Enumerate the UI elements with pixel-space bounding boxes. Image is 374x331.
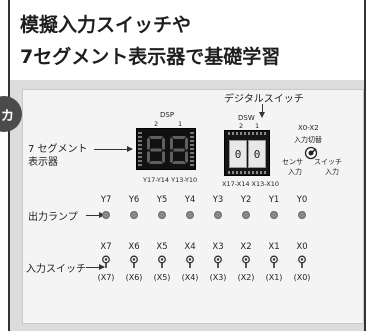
output-label-y0: Y0 xyxy=(296,195,308,205)
input-switch-x7[interactable] xyxy=(101,255,111,269)
seven-segment-display xyxy=(136,128,196,170)
input-switch-callout: 入力スイッチ xyxy=(26,264,86,275)
input-switch-x2[interactable] xyxy=(241,255,251,269)
output-label-y5: Y5 xyxy=(156,195,168,205)
output-lamp-callout: 出力ランプ xyxy=(28,212,78,223)
input-switch-x5[interactable] xyxy=(157,255,167,269)
output-label-y6: Y6 xyxy=(128,195,140,205)
input-label-x1: X1 xyxy=(268,242,280,252)
dsp-digit-2-number: 2 xyxy=(154,120,159,128)
side-tab-badge[interactable]: カ xyxy=(0,96,22,132)
dsw-digit-2-number: 2 xyxy=(239,122,244,130)
input-label-x2: X2 xyxy=(240,242,252,252)
dsw-dial-2[interactable]: 0 xyxy=(229,140,247,168)
input-switch-x1[interactable] xyxy=(269,255,279,269)
output-label-y4: Y4 xyxy=(184,195,196,205)
title-line-2: 7セグメント表示器で基礎学習 xyxy=(20,46,281,68)
output-lamp-y7 xyxy=(102,211,110,219)
input-switch-x6[interactable] xyxy=(129,255,139,269)
dsp-bottom-label: Y17-Y14 Y13-Y10 xyxy=(143,176,198,184)
selector-right-line1: スイッチ xyxy=(314,158,342,166)
output-lamp-y1 xyxy=(270,211,278,219)
input-switch-arrow xyxy=(86,264,105,270)
input-label-x7: X7 xyxy=(100,242,112,252)
output-label-y1: Y1 xyxy=(268,195,280,205)
dsp-digit-1-number: 1 xyxy=(178,120,183,128)
selector-range-label: X0-X2 xyxy=(298,124,319,132)
seven-segment-arrow xyxy=(94,146,133,152)
input-sub-x2: (X2) xyxy=(237,273,255,282)
input-label-x6: X6 xyxy=(128,242,140,252)
input-sub-x1: (X1) xyxy=(265,273,283,282)
output-lamp-y3 xyxy=(214,211,222,219)
input-label-x5: X5 xyxy=(156,242,168,252)
title-block: 模擬入力スイッチや 7セグメント表示器で基礎学習 xyxy=(8,0,366,80)
seven-segment-digit-2 xyxy=(147,136,165,164)
output-label-y3: Y3 xyxy=(212,195,224,205)
selector-title: 入力切替 xyxy=(294,136,322,144)
input-switch-x0[interactable] xyxy=(297,255,307,269)
trainer-panel-frame xyxy=(8,80,366,331)
dsw-bottom-label: X17-X14 X13-X10 xyxy=(222,180,280,188)
output-label-y7: Y7 xyxy=(100,195,112,205)
digital-switch[interactable]: 0 0 xyxy=(224,130,270,176)
input-sub-x5: (X5) xyxy=(153,273,171,282)
input-label-x4: X4 xyxy=(184,242,196,252)
seven-segment-callout-line2: 表示器 xyxy=(28,157,58,168)
input-switch-x4[interactable] xyxy=(185,255,195,269)
digital-switch-arrow xyxy=(259,104,265,118)
selector-left-line2: 入力 xyxy=(288,168,302,176)
dsw-dial-1[interactable]: 0 xyxy=(248,140,266,168)
output-lamp-y6 xyxy=(130,211,138,219)
output-lamp-y2 xyxy=(242,211,250,219)
selector-right-line2: 入力 xyxy=(325,168,339,176)
input-select-knob[interactable] xyxy=(304,146,318,160)
output-lamp-y4 xyxy=(186,211,194,219)
dsw-digit-1-number: 1 xyxy=(255,122,260,130)
input-sub-x3: (X3) xyxy=(209,273,227,282)
input-label-x0: X0 xyxy=(296,242,308,252)
selector-left-line1: センサ xyxy=(282,158,303,166)
dsp-label: DSP xyxy=(160,111,175,119)
input-sub-x6: (X6) xyxy=(125,273,143,282)
seven-segment-callout-line1: 7 セグメント xyxy=(28,144,88,155)
seven-segment-digit-1 xyxy=(170,136,188,164)
output-label-y2: Y2 xyxy=(240,195,252,205)
output-lamp-y5 xyxy=(158,211,166,219)
title-line-1: 模擬入力スイッチや xyxy=(20,14,192,36)
input-label-x3: X3 xyxy=(212,242,224,252)
input-switch-x3[interactable] xyxy=(213,255,223,269)
input-sub-x4: (X4) xyxy=(181,273,199,282)
digital-switch-callout: デジタルスイッチ xyxy=(224,94,304,105)
input-sub-x0: (X0) xyxy=(293,273,311,282)
output-lamp-y0 xyxy=(298,211,306,219)
input-sub-x7: (X7) xyxy=(97,273,115,282)
dsw-label: DSW xyxy=(238,114,255,122)
